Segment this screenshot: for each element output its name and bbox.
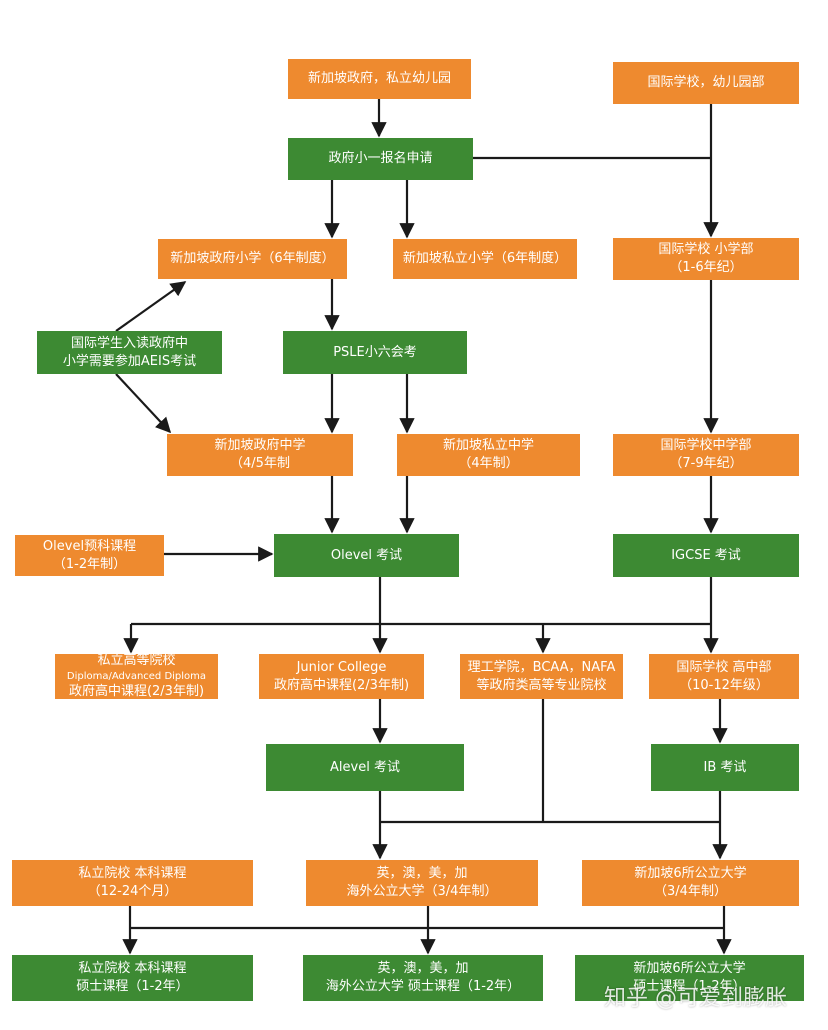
node-text-line: 海外公立大学（3/4年制）	[346, 884, 498, 899]
node-text-line: （4年制）	[458, 456, 519, 471]
node-private-bachelor: 私立院校 本科课程 （12-24个月）	[12, 860, 253, 906]
node-intl-school-kindergarten: 国际学校，幼儿园部	[613, 62, 799, 104]
node-sg-gov-secondary: 新加坡政府中学 （4/5年制	[167, 434, 353, 476]
node-text-line: 等政府类高等专业院校	[476, 677, 607, 693]
node-text-line: 国际学生入读政府中	[70, 335, 188, 351]
node-text-line: 新加坡6所公立大学	[633, 961, 746, 976]
node-text-line: 新加坡私立小学（6年制度）	[402, 251, 568, 266]
node-text-line: 新加坡政府中学	[214, 438, 306, 453]
node-text-line: PSLE小六会考	[333, 344, 417, 360]
node-text-line: （10-12年级）	[679, 677, 769, 693]
node-text-line: 国际学校中学部	[660, 438, 752, 453]
node-text-line: （1-2年制）	[52, 556, 127, 572]
node-text-line: Diploma/Advanced Diploma	[66, 671, 207, 682]
node-junior-college: Junior College 政府高中课程(2/3年制)	[259, 654, 424, 699]
node-text-line: 国际学校 高中部	[676, 659, 772, 675]
node-text-line: 私立高等院校	[97, 653, 176, 668]
node-polytechnic: 理工学院，BCAA，NAFA 等政府类高等专业院校	[460, 654, 623, 699]
node-aeis-note: 国际学生入读政府中小学需要参加AEIS考试	[37, 331, 222, 374]
node-igcse-exam: IGCSE 考试	[613, 534, 799, 577]
node-intl-secondary: 国际学校中学部 （7-9年纪）	[613, 434, 799, 476]
node-text-line: 英，澳，美，加	[377, 961, 469, 976]
node-text-line: 国际学校 小学部	[658, 242, 754, 257]
node-gov-p1-registration: 政府小一报名申请	[288, 138, 473, 180]
node-sg-gov-private-kindergarten: 新加坡政府，私立幼儿园	[288, 59, 471, 99]
node-olevel-prep: Olevel预科课程 （1-2年制）	[15, 535, 164, 576]
node-text-line: 国际学校，幼儿园部	[647, 75, 765, 90]
watermark: 知乎 @可爱到膨胀	[604, 986, 787, 1011]
node-text-line: 小学需要参加AEIS考试	[62, 353, 197, 369]
node-sg-gov-primary: 新加坡政府小学（6年制度）	[158, 239, 347, 279]
node-text-line: 私立院校 本科课程	[78, 961, 187, 976]
node-text-line: 理工学院，BCAA，NAFA	[467, 659, 616, 675]
node-text-line: 硕士课程（1-2年）	[76, 979, 189, 994]
node-text-line: Junior College	[296, 659, 387, 675]
node-text-line: （4/5年制	[230, 456, 290, 471]
node-private-master: 私立院校 本科课程硕士课程（1-2年）	[12, 955, 253, 1001]
node-text-line: 私立院校 本科课程	[78, 866, 187, 881]
connector-6	[115, 373, 172, 434]
node-text-line: 政府高中课程(2/3年制)	[273, 677, 410, 693]
node-olevel-exam: Olevel 考试	[274, 534, 459, 577]
node-overseas-public-university: 英，澳，美，加海外公立大学（3/4年制）	[306, 860, 538, 906]
node-text-line: 政府小一报名申请	[328, 151, 433, 166]
connector-5	[115, 281, 187, 332]
node-text-line: （12-24个月）	[87, 884, 178, 899]
node-sg-six-master: 新加坡6所公立大学硕士课程（1-2年）	[575, 955, 804, 1001]
node-text-line: 英，澳，美，加	[376, 866, 468, 881]
node-text-line: 新加坡政府，私立幼儿园	[307, 71, 451, 86]
node-sg-private-secondary: 新加坡私立中学 （4年制）	[397, 434, 580, 476]
node-private-higher-institution: 私立高等院校 Diploma/Advanced Diploma 政府高中课程(2/3…	[55, 653, 218, 699]
node-text-line: Olevel 考试	[330, 547, 403, 563]
node-text-line: 政府高中课程(2/3年制)	[68, 684, 205, 699]
node-text-line: IGCSE 考试	[671, 547, 741, 563]
node-text-line: （1-6年纪）	[669, 260, 743, 275]
node-overseas-master: 英，澳，美，加海外公立大学 硕士课程（1-2年）	[303, 955, 543, 1001]
node-psle: PSLE小六会考	[283, 331, 467, 374]
node-ib-exam: IB 考试	[651, 744, 799, 791]
node-text-line: 硕士课程（1-2年）	[633, 979, 746, 994]
node-alevel-exam: Alevel 考试	[266, 744, 464, 791]
node-text-line: Olevel预科课程	[42, 538, 137, 554]
node-intl-high-school: 国际学校 高中部 （10-12年级）	[649, 654, 799, 699]
node-text-line: 新加坡政府小学（6年制度）	[170, 251, 335, 266]
node-sg-private-primary: 新加坡私立小学（6年制度）	[393, 239, 577, 279]
node-text-line: （3/4年制）	[654, 884, 727, 899]
node-text-line: 新加坡私立中学	[442, 438, 534, 453]
node-intl-primary: 国际学校 小学部 （1-6年纪）	[613, 238, 799, 280]
node-text-line: 新加坡6所公立大学	[634, 866, 747, 881]
node-text-line: （7-9年纪）	[669, 456, 743, 471]
node-text-line: IB 考试	[703, 759, 747, 775]
node-text-line: Alevel 考试	[330, 759, 400, 775]
node-text-line: 海外公立大学 硕士课程（1-2年）	[325, 979, 521, 994]
node-sg-six-public-universities: 新加坡6所公立大学 （3/4年制）	[582, 860, 799, 906]
